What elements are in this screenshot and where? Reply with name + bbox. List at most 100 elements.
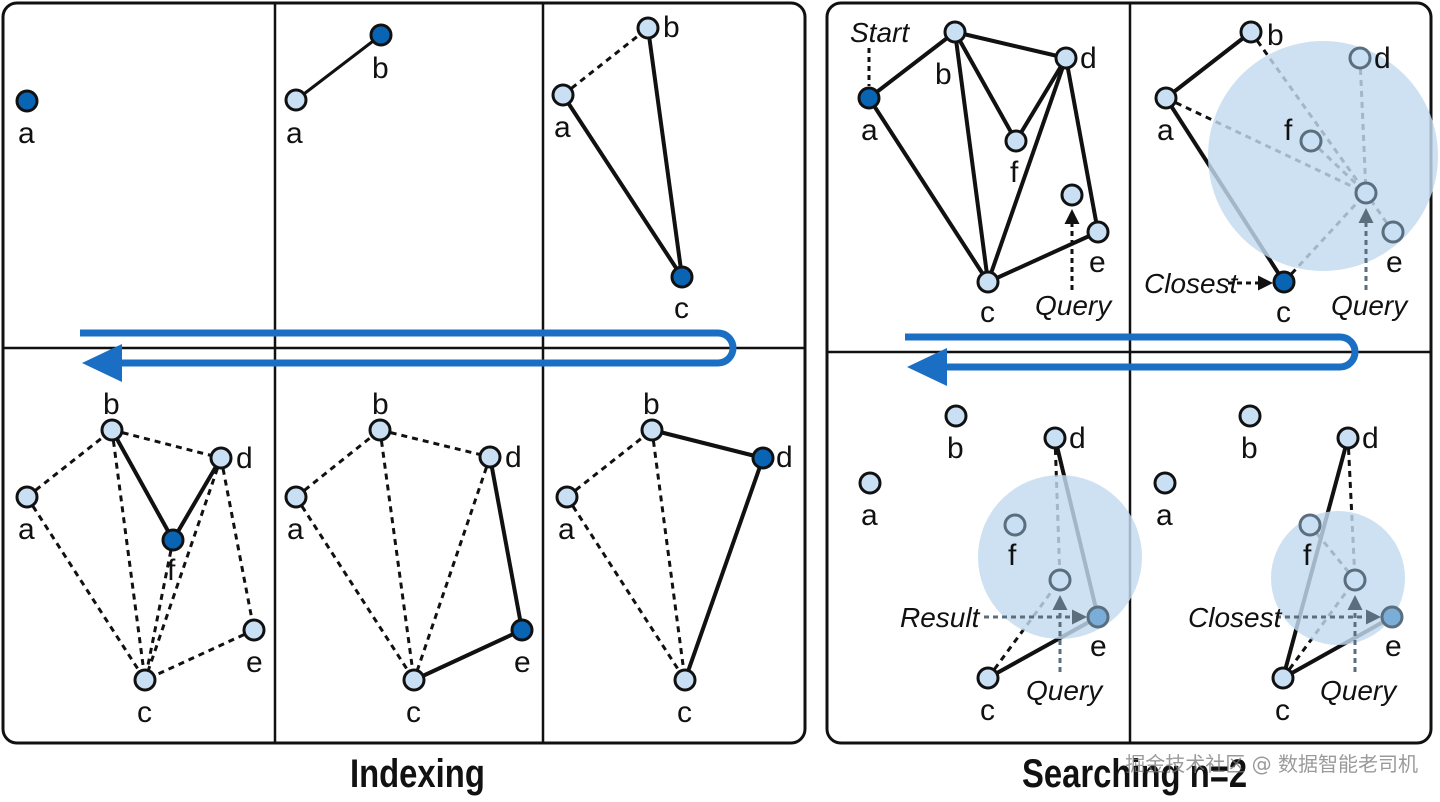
- index-step-1: a: [15, 89, 39, 150]
- node-d: [1043, 426, 1067, 450]
- node-f: [1298, 513, 1322, 537]
- edge: [953, 31, 990, 283]
- search-step-3: Closest Query b a d f e c: [1153, 404, 1405, 727]
- node-a: [551, 83, 575, 107]
- step-flow-arrowhead: [907, 348, 947, 386]
- search-step-2: Closest Query a b d f e c: [1144, 19, 1438, 329]
- node-label: b: [935, 58, 952, 91]
- edge: [1164, 30, 1253, 100]
- node-label: b: [643, 388, 660, 421]
- node-label: a: [286, 117, 303, 150]
- node-b: [1238, 404, 1262, 428]
- node-b: [640, 418, 664, 442]
- edge: [566, 428, 653, 499]
- node-e: [1086, 605, 1110, 629]
- node-a: [858, 471, 882, 495]
- node-d: [1336, 426, 1360, 450]
- edge: [111, 428, 222, 460]
- node-e: [1380, 605, 1404, 629]
- node-label: b: [947, 432, 964, 465]
- edge: [110, 429, 175, 541]
- edge: [646, 27, 684, 278]
- edge: [565, 496, 687, 681]
- node-label: d: [1069, 422, 1086, 455]
- query-node: [1343, 568, 1367, 592]
- edge: [294, 496, 416, 681]
- node-label: e: [1089, 246, 1106, 279]
- node-label: d: [505, 441, 522, 474]
- node-a: [284, 485, 308, 509]
- node-label: e: [1090, 630, 1107, 663]
- node-label: a: [287, 513, 304, 546]
- node-label: c: [137, 696, 152, 729]
- edge: [295, 33, 382, 102]
- node-label: d: [776, 441, 793, 474]
- index-step-6: a b d f e c: [15, 388, 266, 729]
- node-label: e: [514, 646, 531, 679]
- edge: [110, 429, 147, 681]
- edge: [379, 428, 491, 459]
- searching-panel: Start Query a b d f e c: [825, 1, 1438, 745]
- node-c: [673, 668, 697, 692]
- edge: [171, 456, 223, 542]
- node-label: a: [861, 114, 878, 147]
- node-c: [976, 270, 1000, 294]
- node-label: b: [372, 388, 389, 421]
- node-c: [670, 265, 694, 289]
- closest-label: Closest: [1144, 268, 1239, 299]
- index-step-5: a b d e c: [284, 388, 534, 729]
- node-f: [161, 528, 185, 552]
- node-d: [751, 446, 775, 470]
- index-step-4: a b d c: [555, 388, 793, 729]
- node-b: [100, 418, 124, 442]
- node-label: c: [677, 696, 692, 729]
- node-label: d: [236, 442, 253, 475]
- index-step-3: a b c: [551, 11, 694, 325]
- node-c: [976, 666, 1000, 690]
- node-label: c: [674, 292, 689, 325]
- edge: [26, 428, 113, 499]
- node-a: [15, 485, 39, 509]
- node-a: [555, 485, 579, 509]
- edge: [987, 230, 1099, 284]
- node-label: f: [1284, 114, 1293, 147]
- node-b: [944, 404, 968, 428]
- node-label: a: [1157, 114, 1174, 147]
- node-label: e: [1386, 246, 1403, 279]
- node-c: [1272, 270, 1296, 294]
- watermark: 掘金技术社区 @ 数据智能老司机: [1125, 752, 1418, 776]
- edge: [651, 428, 764, 460]
- edge: [867, 96, 990, 284]
- node-label: f: [1008, 539, 1017, 572]
- edge: [144, 628, 255, 682]
- node-label: a: [18, 117, 35, 150]
- searching-caption: Searching n=2: [1022, 752, 1248, 796]
- node-a: [15, 89, 39, 113]
- edge: [25, 496, 147, 681]
- node-e: [242, 618, 266, 642]
- query-label: Query: [1320, 675, 1398, 706]
- node-d: [209, 446, 233, 470]
- edge: [1064, 57, 1100, 233]
- node-e: [1381, 220, 1405, 244]
- edge: [683, 457, 765, 681]
- node-a: [1154, 86, 1178, 110]
- edge: [1014, 56, 1068, 143]
- node-label: a: [18, 513, 35, 546]
- node-label: a: [861, 499, 878, 532]
- edge: [413, 628, 523, 682]
- step-flow-arrow: [905, 333, 1359, 371]
- edge: [295, 428, 381, 499]
- node-d: [478, 445, 502, 469]
- node-label: a: [554, 111, 571, 144]
- search-step-1: Start Query a b d f e c: [850, 17, 1113, 329]
- node-label: b: [372, 52, 389, 85]
- query-label: Query: [1331, 290, 1409, 321]
- closest-label: Closest: [1188, 602, 1283, 633]
- node-label: c: [406, 696, 421, 729]
- node-label: b: [1267, 19, 1284, 52]
- step-flow-arrow: [80, 329, 737, 367]
- edge: [378, 429, 416, 681]
